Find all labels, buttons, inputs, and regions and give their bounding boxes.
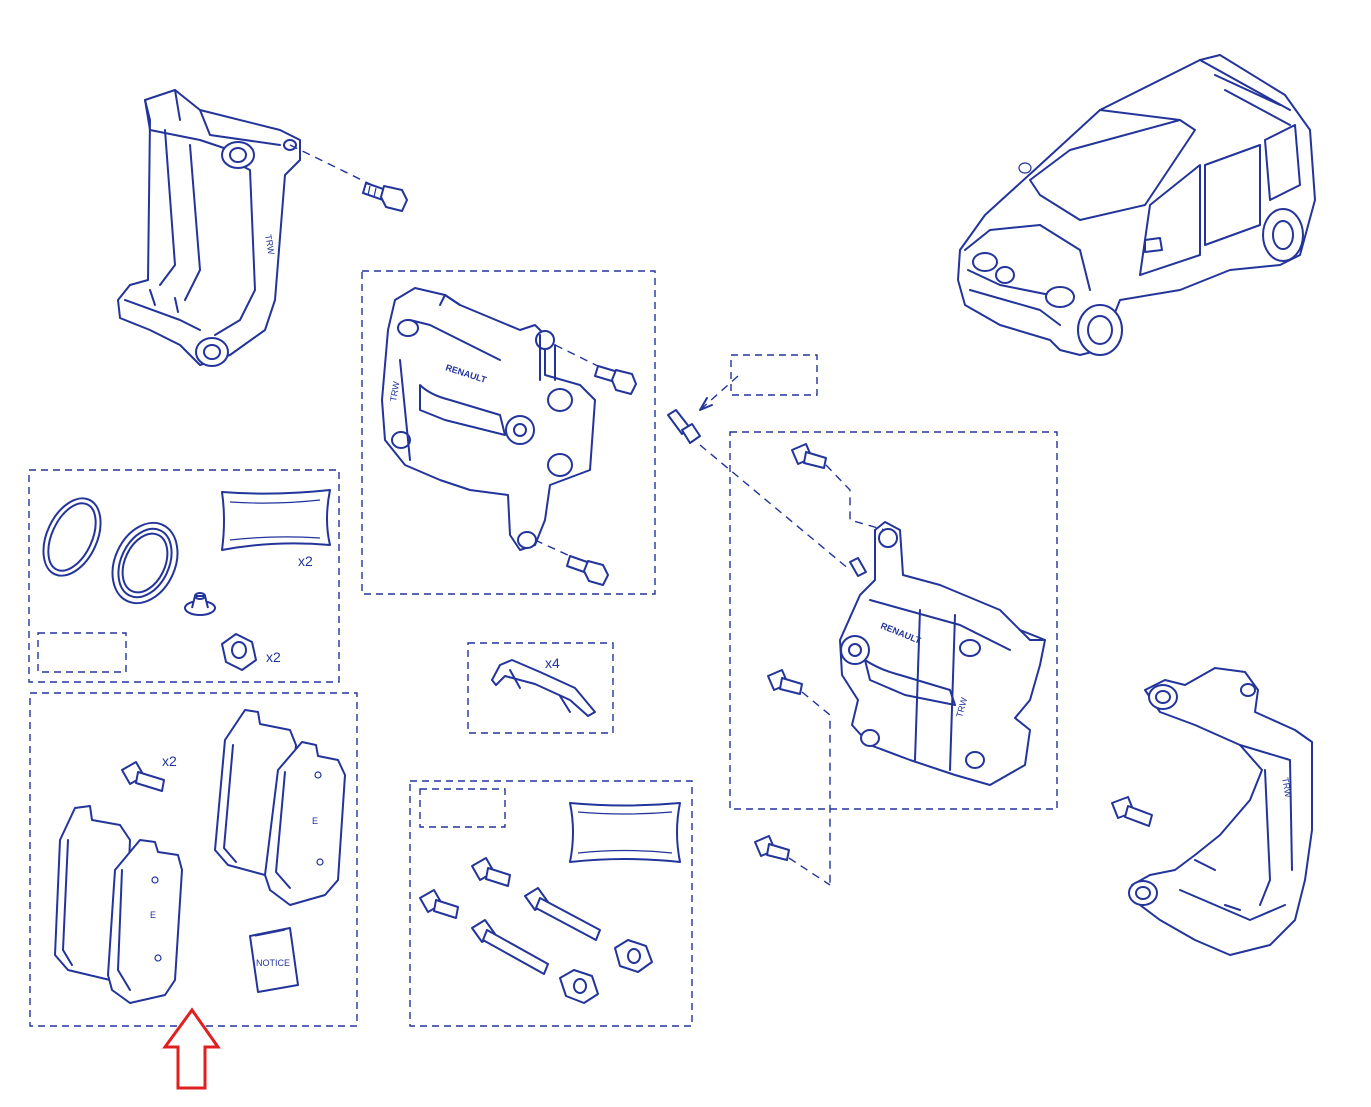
qty-label: x4 [545, 655, 560, 671]
caliper-group-frame-right [729, 431, 1058, 810]
springs-frame [467, 642, 614, 734]
assembly-leader-line [554, 344, 603, 369]
caliper-marking: TRW [388, 380, 401, 402]
qty-label: x2 [266, 649, 281, 665]
assembly-leader-line [699, 375, 739, 411]
caliper-group-frame [361, 270, 656, 595]
pads-bolt[interactable] [121, 761, 165, 792]
pointer-arrowhead [699, 397, 713, 411]
guide-pin[interactable] [471, 919, 549, 975]
brake-pad-front-right[interactable]: E [214, 709, 346, 906]
brake-pad-front-left[interactable]: E [54, 805, 183, 1004]
guide-bushing[interactable] [221, 633, 257, 671]
pad-spring-clip[interactable] [491, 659, 596, 717]
svg-text:E: E [312, 816, 318, 826]
vehicle-illustration [957, 54, 1316, 356]
highlight-arrow [162, 1007, 221, 1090]
grease-sachet[interactable] [569, 802, 681, 863]
caliper-bolt-right-upper[interactable] [791, 443, 827, 469]
caliper-bolt-right-lower[interactable] [767, 669, 803, 695]
grease-sachet[interactable] [221, 489, 331, 551]
caliper-bolt-lower[interactable] [566, 555, 609, 586]
bleed-screw[interactable] [667, 409, 701, 444]
seal-kit-frame [28, 469, 340, 683]
qty-label: x2 [298, 553, 313, 569]
svg-text:TRW: TRW [1280, 777, 1293, 799]
assembly-leader-line [289, 144, 373, 186]
brake-pads-kit-frame [29, 692, 358, 1027]
assembly-leader-line [699, 444, 851, 571]
svg-text:TRW: TRW [263, 234, 276, 256]
assembly-leader-line [534, 539, 573, 558]
bleed-cap[interactable] [184, 592, 216, 616]
assembly-leader-line [825, 464, 886, 531]
guide-bushing[interactable] [614, 939, 653, 973]
brake-caliper-left[interactable]: RENAULT TRW [381, 287, 596, 551]
assembly-leader-line [801, 691, 831, 885]
svg-text:E: E [150, 910, 156, 920]
part-reference-box [37, 632, 127, 673]
guide-pin-bolt[interactable] [471, 857, 511, 887]
assembly-leader-line [788, 857, 831, 886]
brake-caliper-right[interactable]: RENAULT TRW [839, 521, 1046, 786]
guide-pin-bolt[interactable] [419, 889, 459, 919]
dust-boot[interactable] [100, 512, 190, 613]
caliper-carrier-bracket-right[interactable]: TRW [1128, 667, 1313, 956]
guide-bolt-right[interactable] [754, 835, 790, 861]
part-reference-box [730, 354, 818, 396]
caliper-carrier-bracket-left[interactable]: TRW [117, 89, 301, 367]
part-reference-box [419, 788, 506, 828]
notice-leaflet[interactable]: NOTICE [249, 927, 299, 993]
caliper-bolt-upper[interactable] [594, 365, 637, 395]
bracket-bolt-right[interactable] [1111, 796, 1153, 827]
qty-label: x2 [162, 753, 177, 769]
notice-label: NOTICE [256, 958, 290, 968]
guide-bushing[interactable] [559, 969, 599, 1004]
piston-seal-ring[interactable] [32, 489, 112, 584]
bracket-bolt[interactable] [362, 182, 408, 212]
guide-pin[interactable] [524, 887, 601, 941]
